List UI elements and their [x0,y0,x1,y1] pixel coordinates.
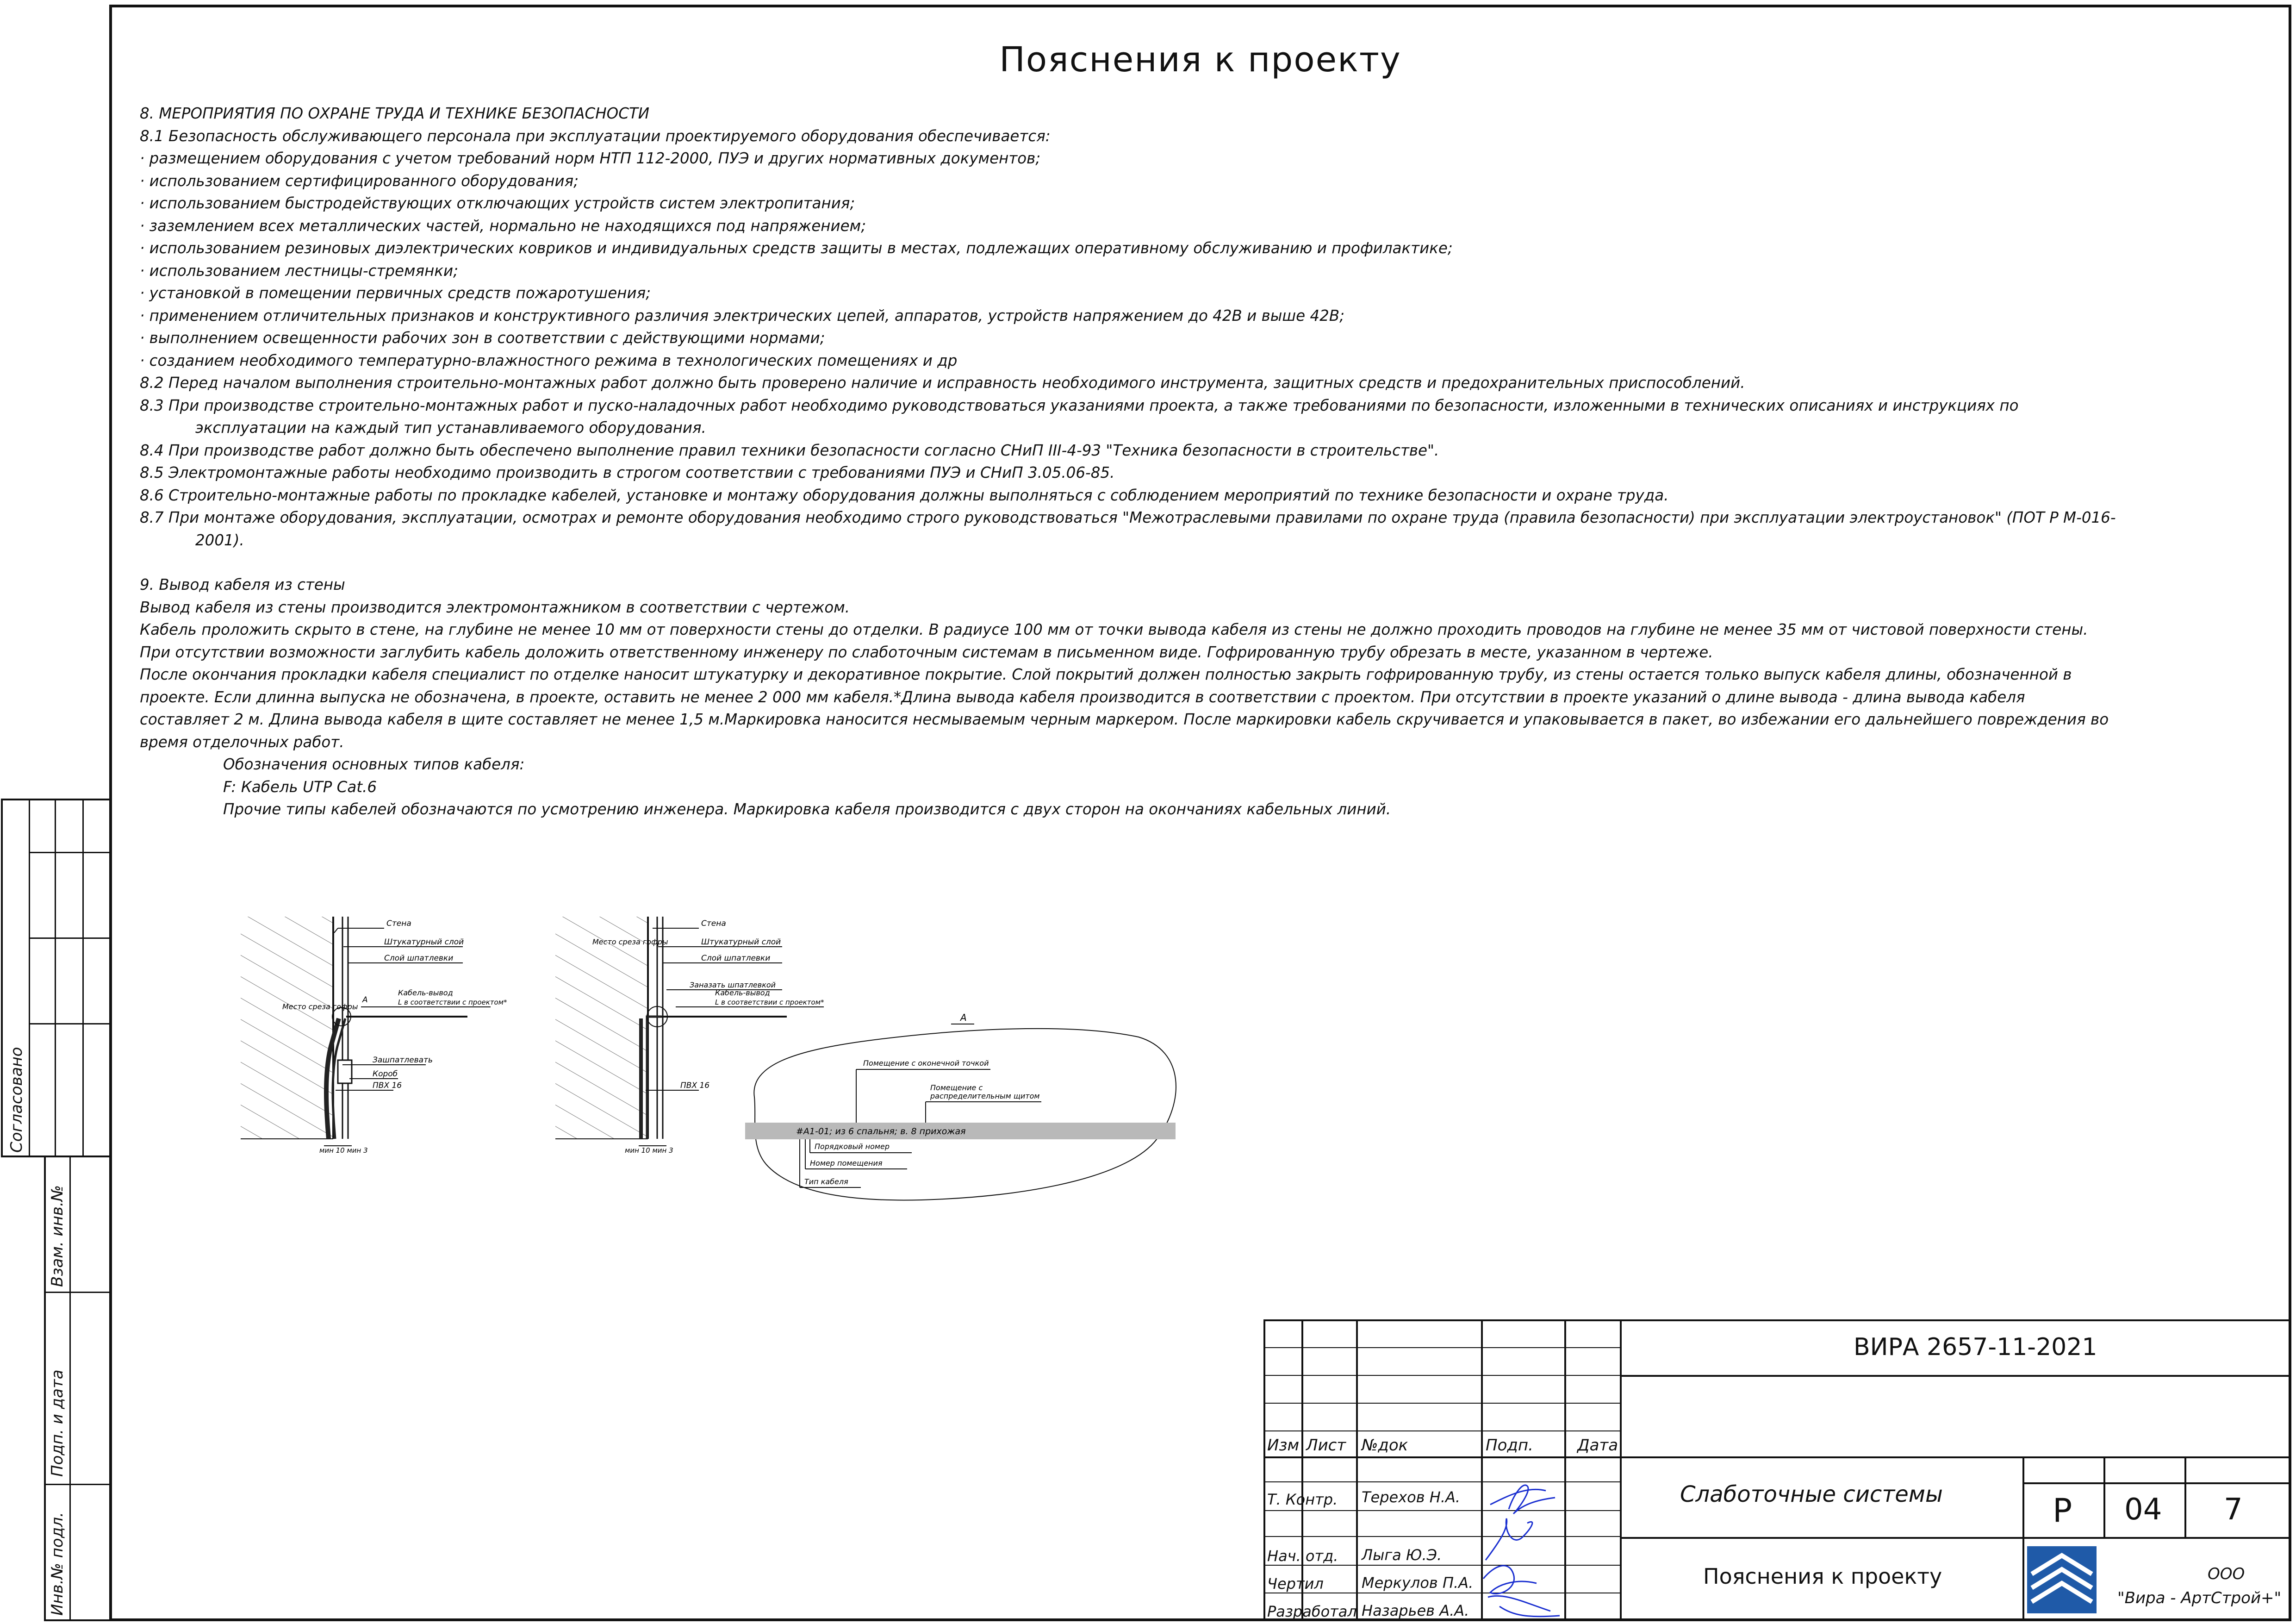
text-line: 2001). [195,531,244,549]
label-cut-place: Место среза гофры [592,937,668,946]
col-list: Лист [1306,1436,1346,1455]
label-putty: Слой шпатлевки [701,954,770,963]
text-line: 8.1 Безопасность обслуживающего персонал… [140,127,1051,145]
name-dept-head: Лыга Ю.Э. [1362,1546,1442,1564]
text-line: · использованием лестницы-стремянки; [140,262,459,280]
role-drafted: Чертил [1267,1575,1324,1593]
label-panel-room-2: распределительным щитом [930,1092,1039,1100]
sign-date-label: Подп. и дата [48,1369,67,1477]
inv-original-label: Инв.№ подл. [48,1512,67,1616]
cable-outlet-drawing-2: Стена Штукатурный слой Слой шпатлевки Ме… [555,917,824,1155]
text-line: время отделочных работ. [140,733,344,751]
label-box: Короб [373,1069,398,1079]
text-line: При отсутствии возможности заглубить каб… [140,643,1713,661]
role-tech-control: Т. Контр. [1267,1491,1338,1508]
text-line: 8.3 При производстве строительно-монтажн… [140,396,2019,414]
label-zashpat: Зашпатлевать [373,1056,433,1065]
label-fill: Заназать шпатлевкой [690,981,776,989]
sheets-total: 7 [2224,1493,2243,1527]
explanatory-text: 8. МЕРОПРИЯТИЯ ПО ОХРАНЕ ТРУДА И ТЕХНИКЕ… [140,102,2269,821]
label-panel-room-1: Помещение с [930,1083,983,1092]
label-wall: Стена [386,919,411,928]
org-name: "Вира - АртСтрой+" [2117,1589,2282,1607]
sheet-title: Пояснения к проекту [1703,1564,1942,1589]
name-developed: Назарьев А.А. [1362,1602,1469,1619]
text-line: · применением отличительных признаков и … [140,306,1345,325]
label-detail-a: A [362,995,368,1005]
detail-a-title: A [959,1012,967,1023]
stage-value: Р [2053,1492,2072,1530]
text-line: После окончания прокладки кабеля специал… [140,666,2072,683]
agreed-label: Согласовано [7,1047,26,1153]
text-line: · установкой в помещении первичных средс… [140,284,651,302]
label-length: L в соответствии с проектом* [398,998,507,1006]
org-form: ООО [2208,1565,2245,1583]
section-8-heading: 8. МЕРОПРИЯТИЯ ПО ОХРАНЕ ТРУДА И ТЕХНИКЕ… [140,105,650,122]
text-line: · выполнением освещенности рабочих зон в… [140,329,825,347]
label-endpoint-room: Помещение с оконечной точкой [863,1059,989,1068]
name-tech-control: Терехов Н.А. [1362,1488,1461,1506]
text-line: эксплуатации на каждый тип устанавливаем… [195,419,706,437]
label-cable-type: Тип кабеля [804,1177,848,1186]
col-podp: Подп. [1486,1436,1533,1455]
cable-outlet-drawing-1: Стена Штукатурный слой Слой шпатлевки Ме… [241,917,507,1155]
label-seq-number: Порядковый номер [815,1142,890,1151]
cable-marking-detail: A #А1-01; из 6 спальня; в. 8 прихожая По… [745,1012,1176,1201]
sheet-number: 04 [2124,1493,2162,1527]
marking-text: #А1-01; из 6 спальня; в. 8 прихожая [796,1126,966,1137]
cable-type-f: F: Кабель UTP Cat.6 [223,778,377,796]
text-line: · созданием необходимого температурно-вл… [140,351,958,369]
signatures [1482,1484,1560,1618]
label-length: L в соответствии с проектом* [715,998,824,1006]
text-line: · использованием быстродействующих отклю… [140,194,855,212]
text-line: 8.7 При монтаже оборудования, эксплуатац… [140,509,2116,526]
text-line: проекте. Если длинна выпуска не обозначе… [140,688,2025,706]
label-plaster: Штукатурный слой [384,937,464,947]
label-cable-out: Кабель-вывод [715,988,770,997]
text-line: · использованием сертифицированного обор… [140,172,579,190]
col-ndoc: №док [1362,1436,1408,1455]
text-line: · использованием резиновых диэлектрическ… [140,239,1453,257]
label-putty: Слой шпатлевки [384,954,453,963]
label-wall: Стена [701,919,726,928]
label-cut-place: Место среза гофры [282,1002,358,1011]
name-drafted: Меркулов П.А. [1362,1574,1474,1592]
role-developed: Разработал [1267,1603,1357,1620]
text-line: 8.6 Строительно-монтажные работы по прок… [140,486,1669,504]
section-9-heading: 9. Вывод кабеля из стены [140,576,345,593]
drawing-frame: Пояснения к проекту 8. МЕРОПРИЯТИЯ ПО ОХ… [109,5,2291,1621]
text-line: · заземлением всех металлических частей,… [140,217,866,235]
label-pvc: ПВХ 16 [680,1081,709,1090]
text-line: Кабель проложить скрыто в стене, на глуб… [140,621,2088,638]
cable-types-heading: Обозначения основных типов кабеля: [223,756,525,773]
text-line: 8.2 Перед началом выполнения строительно… [140,374,1745,392]
col-izm: Изм [1267,1436,1300,1455]
label-min: мин 10 мин 3 [319,1146,368,1155]
other-types-note: Прочие типы кабелей обозначаются по усмо… [223,800,1391,818]
page-title: Пояснения к проекту [999,40,1401,80]
title-block: ВИРА 2657-11-2021 Изм Лист №док Подп. Да… [1263,1319,2291,1621]
company-logo-icon [2027,1546,2097,1613]
inv-replace-label: Взам. инв.№ [48,1185,67,1287]
label-min: мин 10 мин 3 [625,1146,673,1155]
label-room-number: Номер помещения [810,1159,883,1168]
system-name: Слаботочные системы [1680,1481,1943,1507]
text-line: 8.4 При производстве работ должно быть о… [140,441,1439,459]
text-line: составляет 2 м. Длина вывода кабеля в щи… [140,711,2109,728]
label-plaster: Штукатурный слой [701,937,781,947]
label-cable-out: Кабель-вывод [398,988,453,997]
document-code: ВИРА 2657-11-2021 [1854,1333,2097,1361]
label-pvc: ПВХ 16 [373,1081,402,1090]
signature-strip [44,1156,111,1621]
text-line: · размещением оборудования с учетом треб… [140,150,1041,167]
col-data: Дата [1577,1436,1618,1455]
text-line: 8.5 Электромонтажные работы необходимо п… [140,464,1115,481]
role-dept-head: Нач. отд. [1267,1547,1338,1565]
text-line: Вывод кабеля из стены производится элект… [140,598,850,616]
